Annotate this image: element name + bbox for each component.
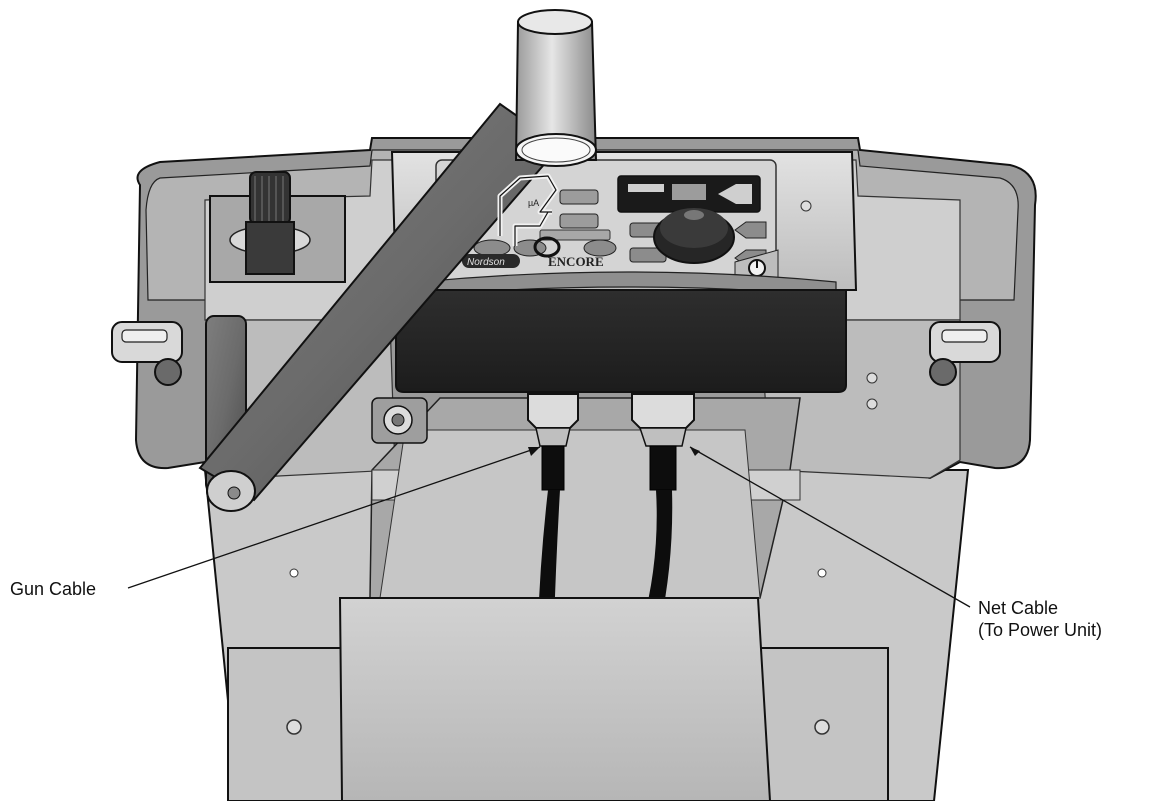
right-clamp-tab: [929, 321, 1001, 386]
electronics-box: [395, 289, 847, 393]
air-fitting: [371, 397, 428, 444]
lower-chassis: [227, 200, 889, 801]
mounting-pipe: [514, 9, 598, 167]
brand-name: Nordson: [467, 257, 505, 268]
control-panel: µA Nordson ENCORE: [390, 151, 858, 297]
gun-cable-leader: [127, 446, 541, 589]
current-unit-marking: µA: [528, 198, 539, 208]
control-knob: [653, 208, 735, 264]
air-regulator-knob: [209, 171, 346, 283]
net-cable: [631, 393, 695, 626]
gun-cable: [527, 393, 579, 626]
product-name: ENCORE: [548, 254, 604, 269]
net-cable-label-line2: (To Power Unit): [978, 620, 1103, 640]
carry-handle: [198, 102, 562, 512]
net-cable-label: Net Cable (To Power Unit): [978, 597, 1102, 641]
hook-ring: [533, 236, 561, 258]
left-clamp-tab: [111, 321, 183, 386]
net-cable-leader: [689, 446, 971, 608]
brand-badge: [462, 254, 520, 268]
net-cable-label-line1: Net Cable: [978, 598, 1059, 618]
gun-cable-label: Gun Cable: [10, 579, 97, 599]
